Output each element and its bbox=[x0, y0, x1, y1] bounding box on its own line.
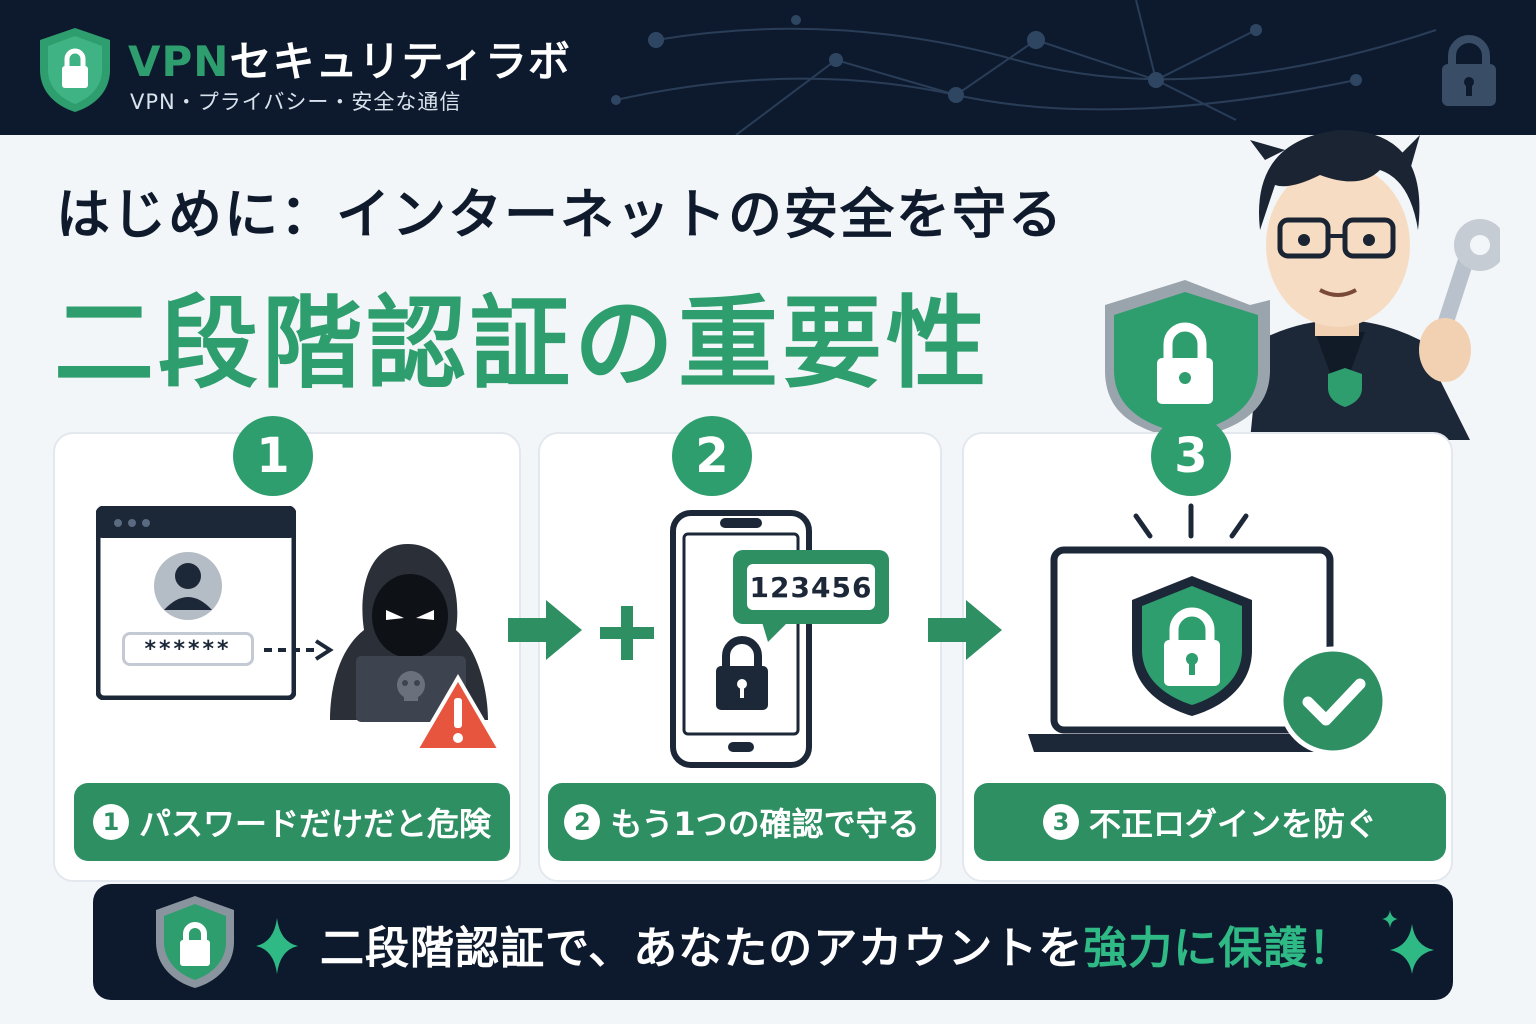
step-label-number-3: 3 bbox=[1042, 804, 1079, 840]
alert-rays-icon bbox=[1133, 503, 1249, 539]
sparkle-icon bbox=[1382, 910, 1434, 974]
smartphone-illustration bbox=[670, 510, 812, 768]
check-icon bbox=[1278, 646, 1388, 756]
arrow-right-icon bbox=[508, 600, 582, 660]
step-label-number-1: 1 bbox=[92, 804, 129, 840]
page-headline: はじめに：インターネットの安全を守る bbox=[56, 183, 1064, 246]
step-label-text-2: もう1つの確認で守る bbox=[610, 805, 920, 843]
banner-text-accent: 強力に保護！ bbox=[1083, 923, 1354, 974]
dashed-arrow-icon bbox=[264, 639, 334, 661]
step-label-text-3: 不正ログインを防ぐ bbox=[1088, 805, 1377, 843]
summary-banner bbox=[93, 884, 1453, 1000]
otp-code: 123456 bbox=[747, 564, 875, 610]
login-window-illustration bbox=[96, 506, 296, 700]
password-mask: ****** bbox=[144, 636, 232, 662]
network-decoration bbox=[611, 0, 1437, 135]
lock-icon bbox=[1442, 35, 1496, 106]
step-number-2: 2 bbox=[672, 416, 752, 496]
brand-name-accent: VPN bbox=[128, 37, 230, 86]
arrow-right-icon bbox=[928, 600, 1002, 660]
step-label-text-1: パスワードだけだと危険 bbox=[138, 805, 491, 843]
step-label-1: 1 パスワードだけだと危険 bbox=[74, 783, 510, 861]
site-header: VPNセキュリティラボ VPN・プライバシー・安全な通信 bbox=[0, 0, 1536, 135]
hacker-icon bbox=[330, 544, 504, 752]
brand-name: VPNセキュリティラボ bbox=[128, 28, 571, 89]
banner-text: 二段階認証で、あなたのアカウントを強力に保護！ bbox=[320, 912, 1353, 976]
step-number-1: 1 bbox=[233, 416, 313, 496]
laptop-illustration bbox=[1028, 546, 1334, 752]
sparkle-icon bbox=[256, 918, 298, 974]
brand-name-rest: セキュリティラボ bbox=[229, 37, 571, 86]
mascot-illustration bbox=[1105, 130, 1500, 440]
shield-lock-icon bbox=[156, 896, 234, 988]
banner-text-main: 二段階認証で、あなたのアカウントを bbox=[320, 923, 1084, 974]
step-number-3: 3 bbox=[1151, 416, 1231, 496]
bubble-tail bbox=[762, 622, 788, 642]
step-label-number-2: 2 bbox=[564, 804, 601, 840]
step-label-3: 3 不正ログインを防ぐ bbox=[974, 783, 1446, 861]
plus-icon bbox=[600, 606, 654, 660]
brand-shield-icon bbox=[40, 28, 110, 112]
page-title: 二段階認証の重要性 bbox=[54, 285, 990, 402]
brand-tagline: VPN・プライバシー・安全な通信 bbox=[130, 90, 462, 114]
otp-bubble: 123456 bbox=[733, 550, 889, 624]
password-field: ****** bbox=[122, 632, 254, 666]
step-label-2: 2 もう1つの確認で守る bbox=[548, 783, 936, 861]
